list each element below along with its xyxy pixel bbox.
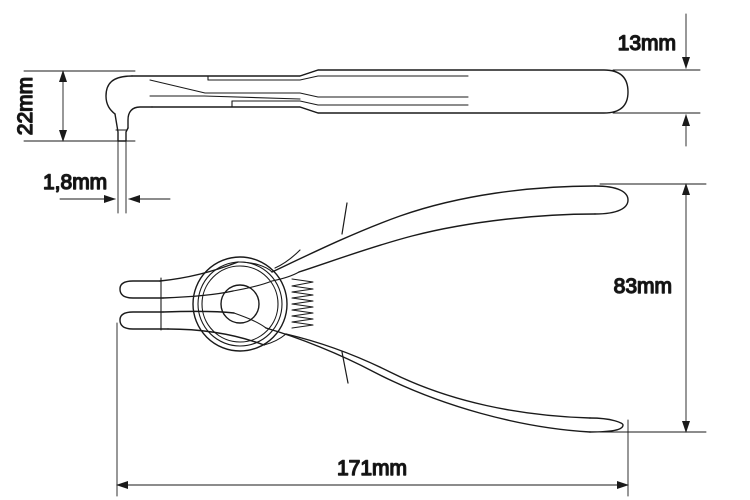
front-view-pivot-joint <box>192 256 288 352</box>
dimension-label-171mm: 171mm <box>337 457 407 480</box>
front-view-upper-handle <box>271 185 629 273</box>
front-view-pivot-webs <box>232 249 301 346</box>
dimension-label-13mm: 13mm <box>618 32 676 55</box>
dimension-label-22mm: 22mm <box>14 77 37 135</box>
dimension-label-83mm: 83mm <box>614 275 672 298</box>
dimension-label-1-8mm: 1,8mm <box>43 171 107 194</box>
dimension-83mm <box>599 183 707 433</box>
dimension-22mm <box>23 70 136 142</box>
front-view-upper-jaw <box>119 261 239 299</box>
top-view-inner-detail-lines <box>149 69 469 114</box>
front-view-coil-spring <box>291 278 314 329</box>
dimension-171mm <box>116 322 629 497</box>
front-view-lower-handle <box>265 327 624 433</box>
dimension-13mm <box>612 13 701 147</box>
dimension-1-8mm <box>59 140 171 214</box>
